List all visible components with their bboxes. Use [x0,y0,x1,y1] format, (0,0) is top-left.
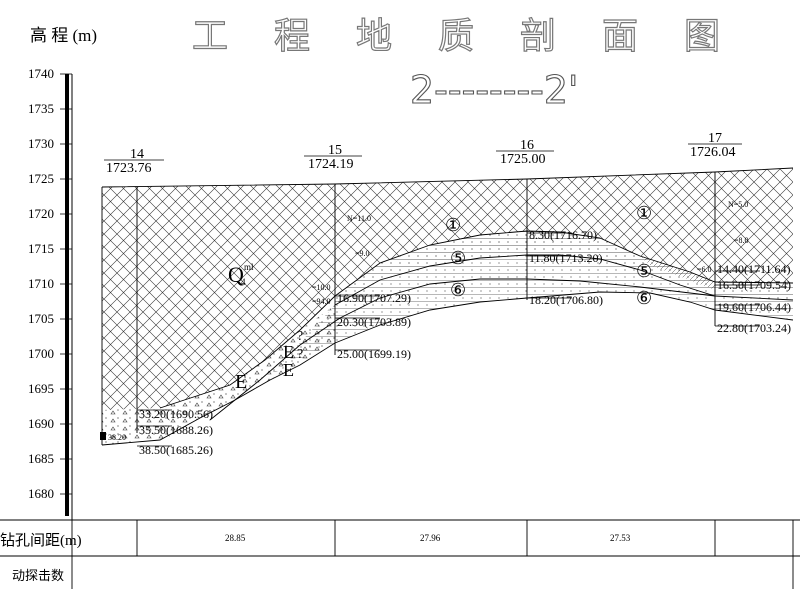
blowcount-row-label: 动探击数 [12,568,64,583]
svg-text:17: 17 [708,131,722,146]
layer-6-label-a: ⑥ [450,280,466,300]
svg-text:19.60(1706.44): 19.60(1706.44) [717,300,791,314]
svg-text:11.80(1713.20): 11.80(1713.20) [529,251,603,265]
svg-text:8.30(1716.70): 8.30(1716.70) [529,228,597,242]
svg-text:22.80(1703.24): 22.80(1703.24) [717,321,791,335]
borehole-marker [100,432,106,440]
axis-tick-label-1735: 1735 [28,101,54,116]
svg-text:16: 16 [520,138,534,153]
axis-tick-label-1695: 1695 [28,381,54,396]
stratum-fill-layer-1 [102,168,793,410]
borehole-lines [136,172,716,433]
stratum-fill-layer-5 [335,231,793,305]
e-label-b: E [283,360,294,380]
svg-text:14: 14 [130,147,144,162]
quaternary-label: Q [228,262,244,287]
svg-text:15: 15 [328,143,342,158]
svg-text:16.50(1709.54): 16.50(1709.54) [717,278,791,292]
svg-text:?: ? [297,329,303,344]
depth-labels: 33.20(1690.56) 35.50(1688.26) 38.50(1685… [108,228,791,457]
axis-tick-label-1720: 1720 [28,206,54,221]
svg-text:1725.00: 1725.00 [500,152,546,167]
svg-text:1724.19: 1724.19 [308,157,354,172]
svg-text:=8.0: =8.0 [734,236,749,245]
layer-6-label-b: ⑥ [636,288,652,308]
svg-text:=6.0: =6.0 [697,265,712,274]
axis-tick-label-1700: 1700 [28,346,54,361]
spacing-15-16: 27.96 [420,533,441,543]
axis-tick-label-1705: 1705 [28,311,54,326]
stratum-fill-hatched-wedge [640,256,715,290]
axis-tick-label-1685: 1685 [28,451,54,466]
svg-text:33.20(1690.56): 33.20(1690.56) [139,407,213,421]
depth-ticks [137,232,760,447]
borehole-14-header: 14 1723.76 [104,147,164,176]
svg-text:=10.0: =10.0 [312,283,331,292]
e-label-a: E [283,342,294,362]
svg-text:38.20: 38.20 [108,433,126,442]
axis-tick-label-1740: 1740 [28,66,54,81]
svg-text:4: 4 [241,277,246,287]
drawing-title: 工程地质剖面图 [192,16,766,57]
stratum-fill-layer-6 [270,255,793,375]
spacing-14-15: 28.85 [225,533,246,543]
axis-tick-label-1725: 1725 [28,171,54,186]
borehole-15-header: 15 1724.19 [304,143,362,172]
axis-tick-label-1710: 1710 [28,276,54,291]
axis-tick-label-1715: 1715 [28,241,54,256]
svg-text:ml: ml [244,262,254,272]
svg-text:14.40(1711.64): 14.40(1711.64) [717,262,791,276]
axis-tick-label-1730: 1730 [28,136,54,151]
n-value-labels: N=11.0 =9.0 =10.0 =94.0 N=5.0 =8.0 =6.0 [312,200,749,306]
borehole-16-header: 16 1725.00 [496,138,554,167]
svg-text:N=11.0: N=11.0 [347,214,371,223]
svg-text:16.90(1707.29): 16.90(1707.29) [337,291,411,305]
svg-text:N=5.0: N=5.0 [728,200,748,209]
layer-1-label-a: ① [445,215,461,235]
stratum-boundaries [101,167,794,446]
section-id-label: 2--------2' [410,68,579,112]
layer-5-label-b: ⑤ [636,261,652,281]
distance-table [0,519,800,589]
stratum-labels: ① ① ⑤ ⑤ ⑥ ⑥ Q ml 4 E E E ? ? [228,203,652,393]
spacing-row-label: 钻孔间距(m) [0,532,82,549]
borehole-17-header: 17 1726.04 [688,131,742,160]
layer-1-label-b: ① [636,203,652,223]
svg-text:35.50(1688.26): 35.50(1688.26) [139,423,213,437]
svg-text:38.50(1685.26): 38.50(1685.26) [139,443,213,457]
elevation-label: 高 程 (m) [30,26,97,45]
layer-5-label-a: ⑤ [450,248,466,268]
svg-text:18.20(1706.80): 18.20(1706.80) [529,293,603,307]
axis-tick-label-1690: 1690 [28,416,54,431]
axis-tick-label-1680: 1680 [28,486,54,501]
svg-text:25.00(1699.19): 25.00(1699.19) [337,347,411,361]
svg-text:=94.0: =94.0 [312,297,331,306]
spacing-16-17: 27.53 [610,533,631,543]
svg-text:1723.76: 1723.76 [106,161,152,176]
elevation-axis: 1740 1735 1730 1725 1720 1715 1710 1705 1700 1695… [28,66,73,520]
e-label-c: E [235,371,247,393]
svg-text:=9.0: =9.0 [355,249,370,258]
svg-text:1726.04: 1726.04 [690,145,736,160]
svg-text:20.30(1703.89): 20.30(1703.89) [337,315,411,329]
svg-text:?: ? [297,347,303,362]
